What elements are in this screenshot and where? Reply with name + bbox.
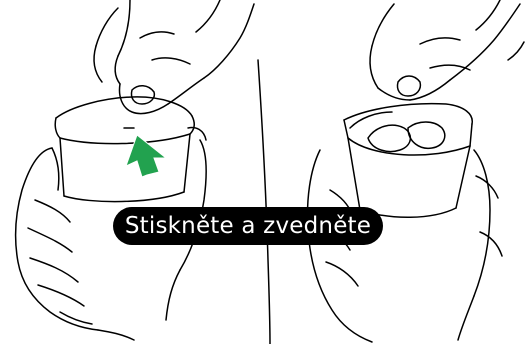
instruction-callout-text: Stiskněte a zvedněte	[113, 207, 383, 245]
pressing-hand-icon	[94, 0, 254, 114]
earbuds-case-closed-icon	[55, 97, 194, 202]
holding-hand-right-icon	[308, 150, 503, 342]
panel-divider-line	[258, 60, 270, 344]
lifting-hand-icon	[370, 0, 524, 100]
earbuds-case-open-icon	[344, 104, 472, 218]
lift-case-lid-icon	[308, 0, 525, 342]
